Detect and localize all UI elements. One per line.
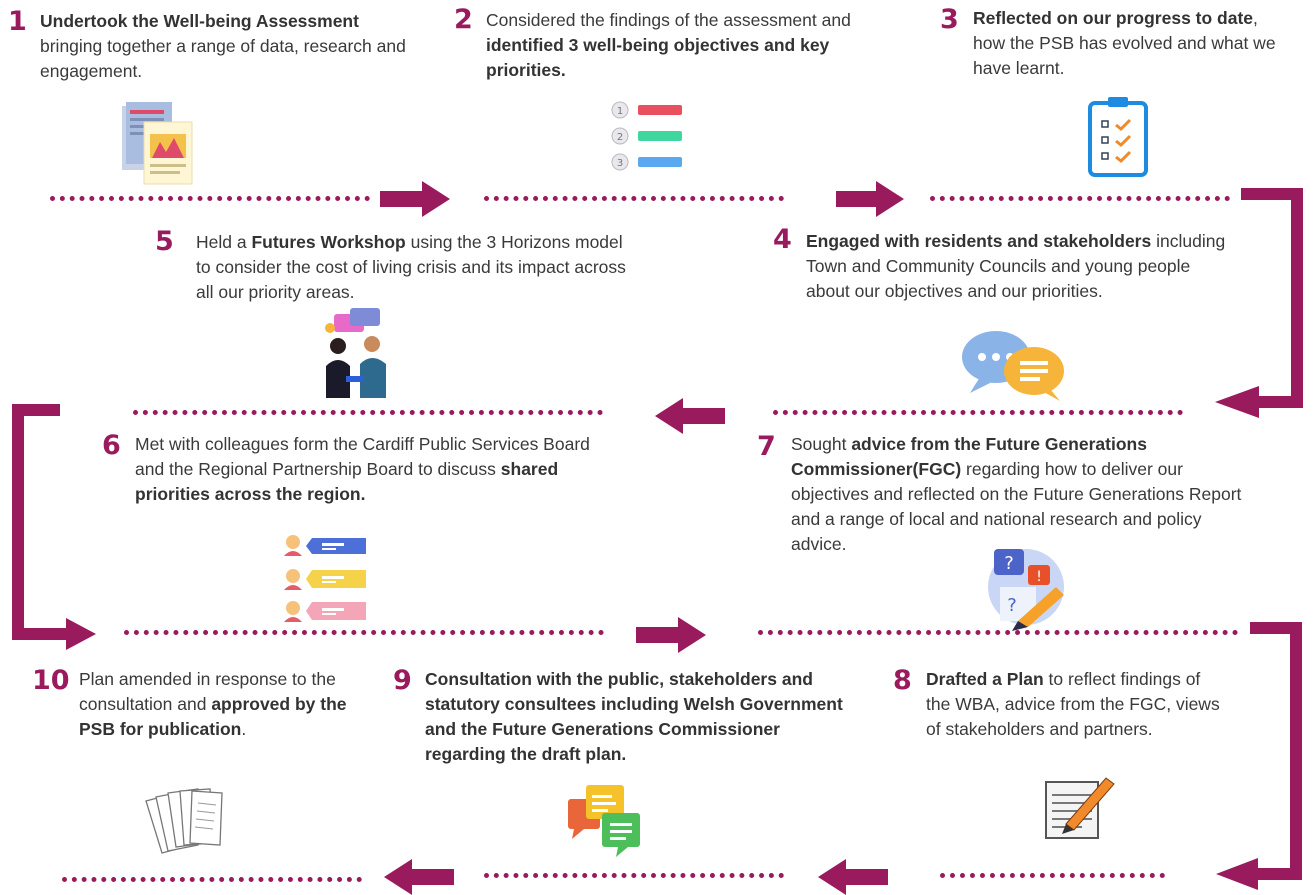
- step-7-bold: advice from the Future Generations Commi…: [791, 434, 1147, 479]
- step-8-number: 8: [893, 665, 912, 696]
- svg-text:!: !: [1036, 569, 1042, 585]
- dotted-line-5: [133, 410, 603, 415]
- paper-stack-icon: [145, 788, 223, 854]
- step-7-pre: Sought: [791, 434, 852, 454]
- step-1-text: Undertook the Well-being Assessment brin…: [40, 9, 425, 84]
- step-7-number: 7: [757, 431, 776, 462]
- step-10-number: 10: [32, 665, 70, 696]
- step-3-number: 3: [940, 4, 959, 35]
- svg-text:3: 3: [617, 158, 623, 169]
- dotted-line-9: [484, 873, 784, 878]
- step-8-text: Drafted a Plan to reflect findings of th…: [926, 667, 1226, 742]
- dotted-line-7: [758, 630, 1238, 635]
- dotted-line-10: [62, 877, 362, 882]
- dotted-line-4: [773, 410, 1183, 415]
- people-discussion-icon: [325, 308, 386, 398]
- step-5-text: Held a Futures Workshop using the 3 Hori…: [196, 230, 626, 305]
- step-1-number: 1: [8, 6, 27, 37]
- step-9-bold: Consultation with the public, stakeholde…: [425, 669, 843, 764]
- speech-bubbles-icon: [962, 331, 1064, 401]
- svg-text:2: 2: [617, 132, 623, 143]
- arrow-right-1: [380, 181, 450, 217]
- arrow-left-3: [384, 859, 454, 895]
- step-6-pre: Met with colleagues form the Cardiff Pub…: [135, 434, 590, 479]
- dotted-line-3: [930, 196, 1230, 201]
- dotted-line-8: [940, 873, 1165, 878]
- step-9-text: Consultation with the public, stakeholde…: [425, 667, 845, 767]
- connector-left-1: [12, 404, 96, 650]
- connector-right-1: [1215, 188, 1303, 418]
- step-7-rest: regarding how to deliver our objectives …: [791, 459, 1242, 554]
- step-8-bold: Drafted a Plan: [926, 669, 1044, 689]
- notepad-pencil-icon: [1045, 777, 1115, 839]
- documents-chart-icon: [122, 102, 193, 185]
- step-4-number: 4: [773, 224, 792, 255]
- step-1-bold: Undertook the Well-being Assessment: [40, 11, 359, 31]
- step-2-bold: identified 3 well-being objectives and k…: [486, 35, 830, 80]
- svg-text:?: ?: [1004, 553, 1014, 574]
- step-5-number: 5: [155, 226, 174, 257]
- arrow-right-3: [636, 617, 706, 653]
- people-chat-list-icon: [284, 535, 366, 622]
- step-5-bold: Futures Workshop: [251, 232, 406, 252]
- step-4-bold: Engaged with residents and stakeholders: [806, 231, 1152, 251]
- step-9-number: 9: [393, 665, 412, 696]
- step-3-rest: , how the PSB has evolved and what we ha…: [973, 8, 1276, 78]
- step-5-rest: using the 3 Horizons model to consider t…: [196, 232, 626, 302]
- arrow-left-2: [818, 859, 888, 895]
- step-6-bold: shared priorities across the region.: [135, 459, 559, 504]
- step-4-text: Engaged with residents and stakeholders …: [806, 229, 1226, 304]
- step-3-bold: Reflected on our progress to date: [973, 8, 1254, 28]
- step-2-pre: Considered the findings of the assessmen…: [486, 10, 851, 30]
- step-10-text: Plan amended in response to the consulta…: [79, 667, 379, 742]
- dotted-line-6: [124, 630, 604, 635]
- numbered-list-icon: 1 2 3: [611, 101, 682, 171]
- step-2-text: Considered the findings of the assessmen…: [486, 8, 871, 83]
- step-10-pre: Plan amended in response to the consulta…: [79, 669, 336, 714]
- step-8-rest: to reflect findings of the WBA, advice f…: [926, 669, 1220, 739]
- step-10-bold: approved by the PSB for publication: [79, 694, 347, 739]
- step-10-rest: .: [241, 719, 247, 739]
- step-7-text: Sought advice from the Future Generation…: [791, 432, 1261, 557]
- step-3-text: Reflected on our progress to date, how t…: [973, 6, 1293, 81]
- step-4-rest: including Town and Community Councils an…: [806, 231, 1226, 301]
- arrow-left-1: [655, 398, 725, 434]
- dotted-line-2: [484, 196, 784, 201]
- svg-text:1: 1: [617, 106, 623, 117]
- connector-right-2: [1216, 622, 1302, 890]
- questions-pencil-icon: ? ! ?: [988, 549, 1064, 631]
- step-6-number: 6: [102, 430, 121, 461]
- step-6-text: Met with colleagues form the Cardiff Pub…: [135, 432, 615, 507]
- dotted-line-1: [50, 196, 370, 201]
- step-5-pre: Held a: [196, 232, 252, 252]
- arrow-right-2: [836, 181, 904, 217]
- chat-bubbles-icon: [568, 785, 640, 857]
- step-2-number: 2: [454, 4, 473, 35]
- step-1-rest: bringing together a range of data, resea…: [40, 36, 406, 81]
- clipboard-checklist-icon: [1088, 97, 1148, 177]
- svg-text:?: ?: [1007, 595, 1017, 616]
